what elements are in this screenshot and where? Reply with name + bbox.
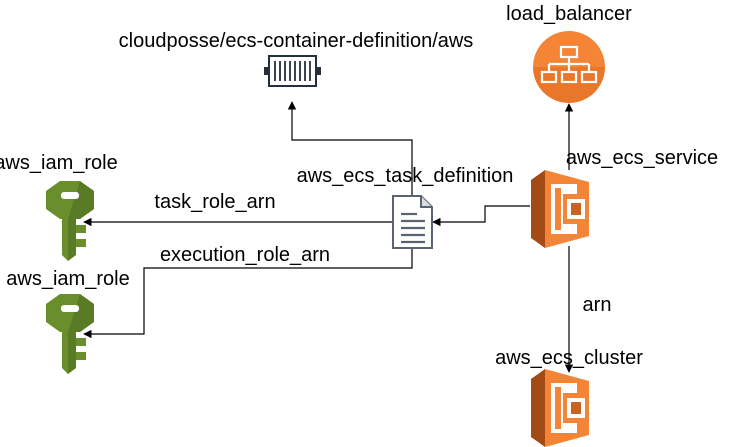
ecs-cluster-icon (531, 369, 589, 447)
node-label-ecs-cluster: aws_ecs_cluster (495, 347, 643, 369)
node-label-ecs-service: aws_ecs_service (566, 147, 718, 169)
node-label-iam-role-execution: aws_iam_role (6, 268, 129, 290)
node-label-iam-role-task: aws_iam_role (0, 152, 118, 174)
node-load-balancer: load_balancer (506, 3, 632, 103)
iam-key-icon (46, 181, 94, 261)
node-container-definition: cloudposse/ecs-container-definition/aws (119, 30, 474, 87)
edge-label-cluster-arn: arn (583, 294, 612, 316)
node-label-task-definition: aws_ecs_task_definition (297, 165, 514, 187)
edge-service-to-task-definition (432, 205, 530, 227)
document-icon (392, 195, 433, 249)
node-iam-role-task: aws_iam_role (0, 152, 118, 261)
node-iam-role-execution: aws_iam_role (6, 268, 130, 374)
node-label-container-definition: cloudposse/ecs-container-definition/aws (119, 30, 474, 52)
node-label-load-balancer: load_balancer (506, 3, 632, 25)
container-icon (264, 55, 321, 87)
node-task-definition: aws_ecs_task_definition (297, 165, 514, 249)
edge-task-to-container (287, 101, 413, 196)
load-balancer-icon (533, 31, 605, 103)
edge-label-execution-role-arn: execution_role_arn (160, 244, 330, 266)
node-ecs-service: aws_ecs_service (531, 147, 718, 248)
node-ecs-cluster: aws_ecs_cluster (495, 347, 643, 447)
ecs-service-icon (531, 170, 589, 248)
edge-execution-role-arn (83, 248, 413, 339)
edge-label-task-role-arn: task_role_arn (154, 191, 275, 213)
